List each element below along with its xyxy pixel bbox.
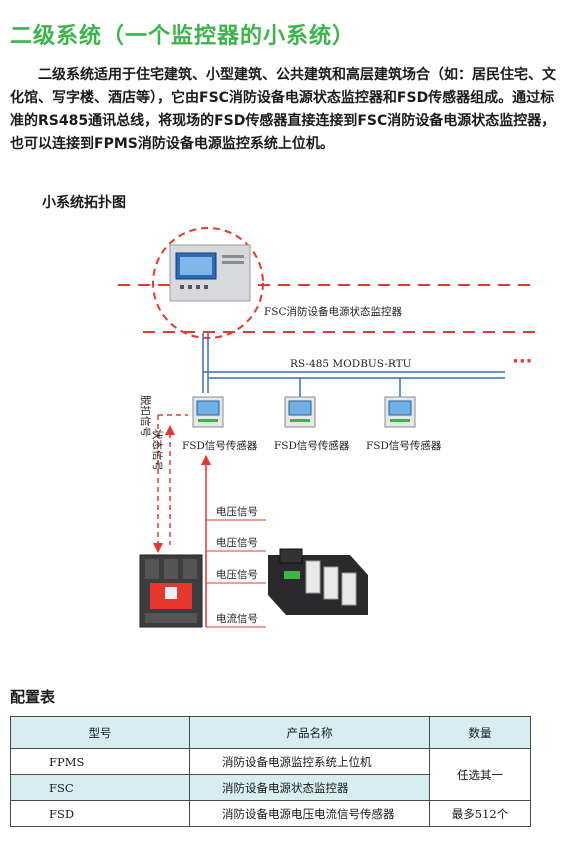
trip-signal-label: 脱扣信号: [139, 395, 152, 437]
circuit-breaker-icon: [139, 554, 203, 628]
signal-label-1: 电压信号: [216, 505, 258, 518]
fsc-controller-device-icon: [169, 244, 251, 302]
sensor-label-1: FSD信号传感器: [182, 439, 258, 452]
table-row: FSC 消防设备电源状态监控器: [10, 774, 531, 801]
fsd-sensor-3-icon: [384, 396, 416, 428]
sensor-label-2: FSD信号传感器: [274, 439, 350, 452]
table-row: FPMS 消防设备电源监控系统上位机 任选其一: [10, 748, 531, 801]
transfer-switch-icon: [268, 548, 368, 615]
config-table: 型号 产品名称 数量 FPMS 消防设备电源监控系统上位机 任选其一 FSC 消…: [10, 716, 531, 827]
row-model: FPMS: [10, 748, 190, 775]
page-title: 二级系统（一个监控器的小系统）: [10, 24, 356, 49]
signal-label-4: 电流信号: [216, 612, 258, 625]
topology-diagram: FSC消防设备电源状态监控器 RS-485 MODBUS-RTU ··· FSD…: [118, 227, 540, 628]
signal-label-2: 电压信号: [216, 536, 258, 549]
status-signal-label: 状态信号: [151, 429, 164, 471]
header-product-name: 产品名称: [189, 716, 430, 749]
row-quantity: 最多512个: [429, 800, 531, 827]
row-model: FSD: [10, 800, 190, 827]
table-header-row: 型号 产品名称 数量: [10, 716, 531, 749]
row-name: 消防设备电源监控系统上位机: [189, 748, 430, 775]
row-name: 消防设备电源状态监控器: [189, 774, 430, 801]
status-signal-arrow: [165, 425, 175, 435]
signal-label-3: 电压信号: [216, 568, 258, 581]
bus-label: RS-485 MODBUS-RTU: [290, 358, 412, 370]
fsd-sensor-1-icon: [192, 396, 224, 428]
table-row: FSD 消防设备电源电压电流信号传感器 最多512个: [10, 800, 531, 827]
sensor-label-3: FSD信号传感器: [366, 439, 442, 452]
controller-label: FSC消防设备电源状态监控器: [264, 305, 403, 318]
bus-continuation-dots: ···: [512, 351, 533, 372]
row-name: 消防设备电源电压电流信号传感器: [189, 800, 430, 827]
intro-paragraph: 二级系统适用于住宅建筑、小型建筑、公共建筑和高层建筑场合（如：居民住宅、文化馆、…: [10, 67, 556, 152]
config-heading: 配置表: [10, 688, 56, 706]
header-model: 型号: [10, 716, 190, 749]
row-model: FSC: [10, 774, 190, 801]
topology-heading: 小系统拓扑图: [42, 195, 126, 211]
trip-signal-arrow: [153, 543, 163, 553]
header-quantity: 数量: [429, 716, 531, 749]
fsd-sensor-2-icon: [284, 396, 316, 428]
merged-quantity: 任选其一: [429, 748, 531, 801]
